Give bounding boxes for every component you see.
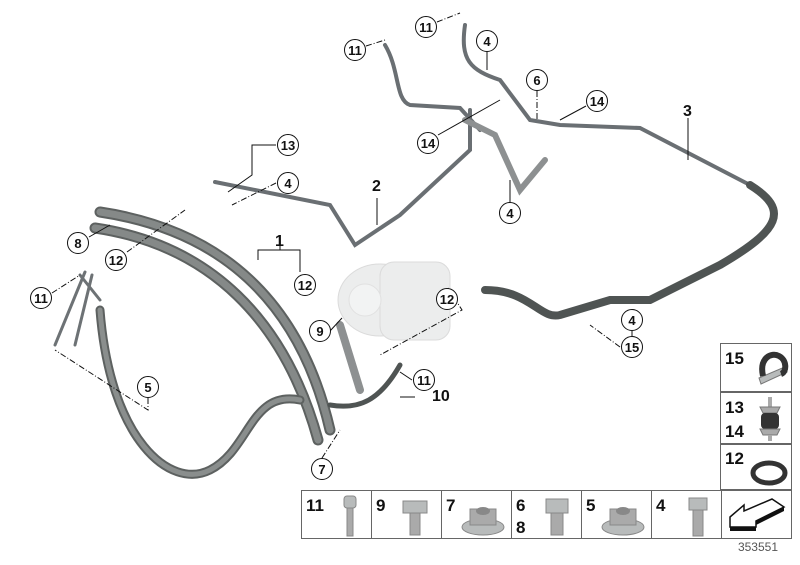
callout-9[interactable]: 9 [309, 320, 331, 342]
legend-bottom: 11 9 7 6 8 5 4 [301, 490, 792, 539]
callout-11[interactable]: 11 [413, 369, 435, 391]
callout-4[interactable]: 4 [476, 30, 498, 52]
collar-nut-icon [461, 507, 505, 536]
callout-12[interactable]: 12 [294, 274, 316, 296]
callout-11[interactable]: 11 [344, 39, 366, 61]
callout-4[interactable]: 4 [621, 309, 643, 331]
main-label-1: 1 [275, 233, 284, 250]
callout-7[interactable]: 7 [311, 458, 333, 480]
part-code: 353551 [737, 540, 778, 554]
callout-11[interactable]: 11 [415, 16, 437, 38]
callout-11[interactable]: 11 [30, 287, 52, 309]
o-ring-icon [750, 460, 788, 486]
legend-item-7[interactable]: 7 [442, 491, 512, 538]
legend-item-6-8[interactable]: 6 8 [512, 491, 582, 538]
callout-14[interactable]: 14 [586, 90, 608, 112]
callout-6[interactable]: 6 [526, 69, 548, 91]
callout-15[interactable]: 15 [621, 336, 643, 358]
callout-4[interactable]: 4 [499, 202, 521, 224]
rubber-mount-icon [759, 397, 781, 441]
callout-5[interactable]: 5 [137, 376, 159, 398]
legend-item-15[interactable]: 15 [720, 343, 792, 392]
arrow-icon [729, 498, 786, 531]
main-label-2: 2 [372, 178, 381, 195]
legend-item-4[interactable]: 4 [652, 491, 722, 538]
clamp-icon [758, 351, 789, 385]
legend-item-13-14[interactable]: 13 14 [720, 392, 792, 444]
compressor [337, 261, 451, 341]
legend-arrow[interactable] [722, 491, 791, 538]
legend-item-5[interactable]: 5 [582, 491, 652, 538]
callout-12[interactable]: 12 [436, 288, 458, 310]
callout-14[interactable]: 14 [417, 132, 439, 154]
legend-item-12[interactable]: 12 [720, 444, 792, 490]
main-label-3: 3 [683, 103, 692, 120]
callout-8[interactable]: 8 [67, 232, 89, 254]
legend-item-9[interactable]: 9 [372, 491, 442, 538]
legend-item-11[interactable]: 11 [302, 491, 372, 538]
small-bolt-icon [688, 497, 708, 537]
cap-screw-icon [343, 495, 357, 537]
hex-bolt-icon [402, 500, 428, 536]
callout-4[interactable]: 4 [277, 172, 299, 194]
main-label-10: 10 [432, 388, 450, 405]
flange-bolt-icon [545, 498, 569, 536]
callout-12[interactable]: 12 [105, 249, 127, 271]
collar-nut-icon [601, 507, 645, 536]
callout-13[interactable]: 13 [277, 134, 299, 156]
